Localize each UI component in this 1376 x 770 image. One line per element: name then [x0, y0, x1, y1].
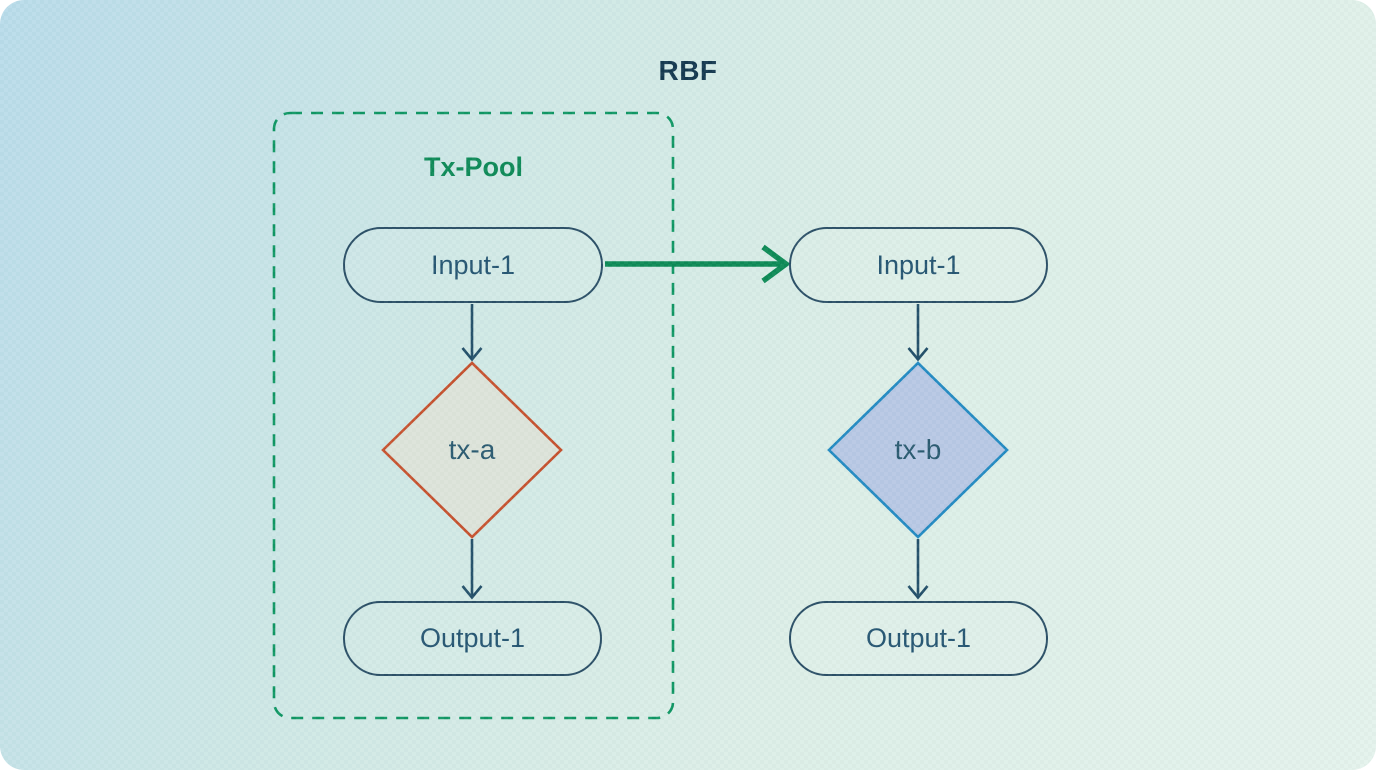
edge-replacement-input-to-tx-b [907, 304, 929, 362]
node-tx-a-label: tx-a [448, 434, 496, 465]
node-replacement-input: Input-1 [789, 227, 1048, 303]
node-pool-output: Output-1 [343, 601, 602, 676]
node-tx-b-diamond [827, 361, 1009, 539]
node-pool-input-label: Input-1 [430, 249, 516, 280]
node-tx-b-label: tx-b [894, 434, 942, 465]
edge-tx-a-to-pool-output [461, 539, 483, 600]
node-replacement-input-label: Input-1 [876, 249, 961, 280]
node-replacement-output: Output-1 [789, 601, 1048, 676]
txpool-boundary [272, 111, 675, 720]
edge-tx-b-to-replacement-output [907, 539, 929, 600]
edge-pool-input-to-tx-a [461, 304, 483, 362]
node-pool-output-label: Output-1 [419, 623, 526, 653]
diagram-title: RBF [658, 55, 718, 86]
edge-pool-input-to-replacement-input [605, 244, 791, 284]
node-replacement-output-label: Output-1 [865, 623, 972, 653]
node-pool-input: Input-1 [343, 227, 603, 303]
txpool-label: Tx-Pool [424, 152, 523, 182]
node-tx-a-diamond [381, 361, 563, 539]
